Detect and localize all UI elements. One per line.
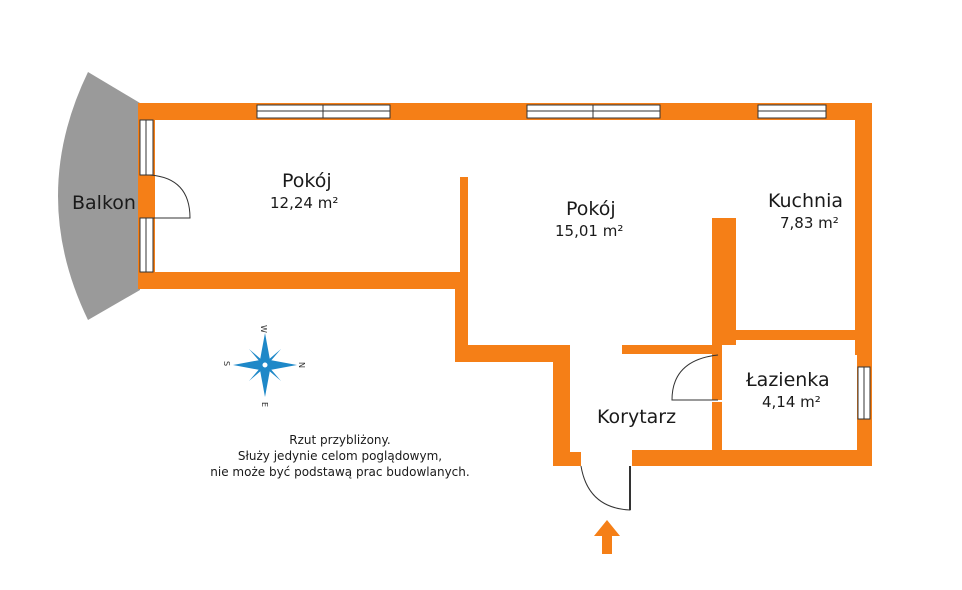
door-balcony (149, 174, 191, 219)
room-2-area: 15,01 m² (555, 222, 624, 240)
note-line-3: nie może być podstawą prac budowlanych. (210, 465, 470, 479)
wall-room1-bottom (138, 272, 468, 289)
room-1-name: Pokój (282, 170, 332, 192)
room-1-area: 12,24 m² (270, 194, 339, 212)
wall-bathroom-upper (712, 330, 722, 400)
wall-hall-stub (622, 345, 722, 354)
bathroom-area: 4,14 m² (762, 393, 821, 411)
compass-n: N (297, 362, 306, 368)
entrance-arrow-icon (594, 520, 620, 554)
balcony-label: Balkon (72, 192, 136, 214)
compass-s: S (222, 361, 231, 366)
disclaimer-note: Rzut przybliżony. Służy jedynie celom po… (180, 432, 500, 480)
walls (138, 103, 872, 466)
doors (149, 174, 719, 511)
corridor-name: Korytarz (597, 406, 677, 428)
compass-rose-icon: W E S N (222, 325, 306, 407)
kitchen-area: 7,83 m² (780, 214, 839, 232)
compass-w: W (259, 325, 268, 333)
wall-kitchen-vertical (712, 218, 736, 345)
wall-bathroom-lower (712, 402, 722, 450)
note-line-2: Służy jedynie celom poglądowym, (237, 449, 443, 463)
wall-kitchen-bottom (712, 330, 872, 340)
note-line-1: Rzut przybliżony. (289, 433, 391, 447)
wall-corridor-left-end (553, 452, 581, 466)
wall-right (855, 103, 872, 355)
room-2-name: Pokój (566, 198, 616, 220)
bathroom-name: Łazienka (746, 369, 830, 391)
wall-partition (460, 177, 468, 289)
kitchen-name: Kuchnia (768, 190, 844, 212)
wall-bottom (632, 450, 872, 466)
wall-corridor-left (553, 345, 570, 465)
balcony-area (58, 72, 140, 320)
door-entrance (580, 465, 631, 511)
compass-e: E (260, 402, 269, 407)
wall-step-horizontal (455, 345, 570, 362)
door-bathroom (671, 354, 719, 401)
windows (139, 104, 871, 420)
wall-step-vertical (455, 272, 468, 362)
